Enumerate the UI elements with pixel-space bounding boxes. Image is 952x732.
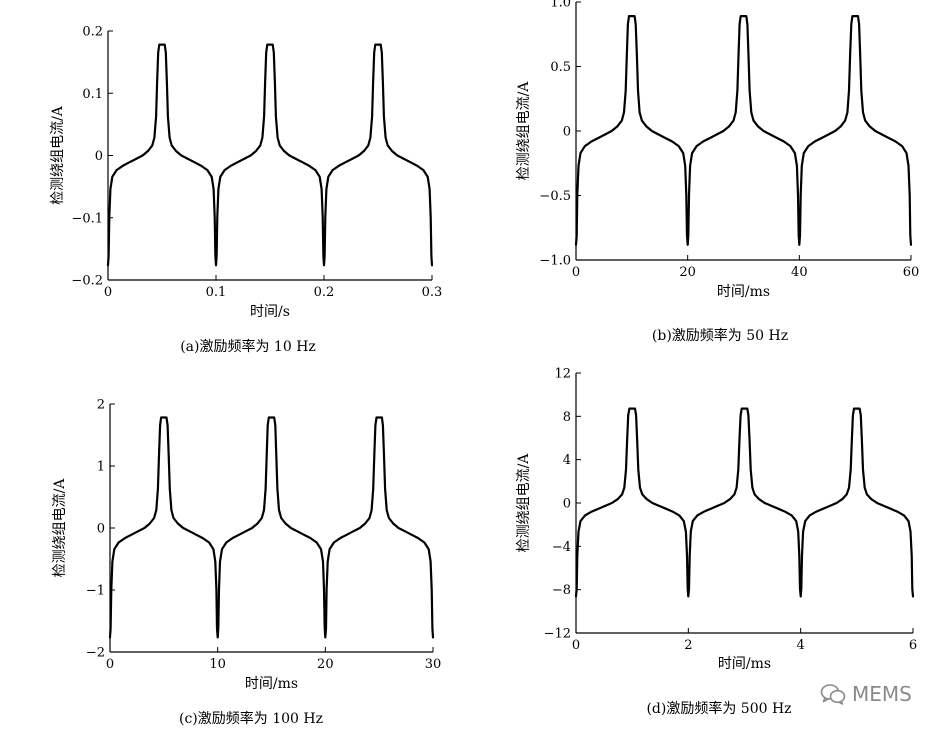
x-tick-label: 6 [909,638,917,653]
y-tick-label: −8 [552,583,571,598]
series-line [574,15,913,246]
x-tick-label: 4 [797,638,805,653]
x-tick-label: 30 [425,657,442,672]
y-tick-label: 1 [97,460,105,475]
x-tick-label: 0 [572,265,580,280]
y-tick-label: 1.0 [550,0,571,11]
y-tick-label: 8 [563,410,571,425]
x-axis-label: 时间/ms [245,676,298,692]
chart-4: −12 −8 −4 0 4 8 12 0 2 4 6 时间/ms 检测绕组电流/A (d)激励频率为 50… [516,367,917,718]
y-tick-label: −0.5 [539,189,571,204]
chart-caption: (d)激励频率为 500 Hz [646,700,791,717]
y-tick-label: 0 [563,125,571,140]
y-tick-label: −0.2 [71,274,103,289]
y-axis-label: 检测绕组电流/A [516,81,532,181]
chart-2: −1.0 −0.5 0 0.5 1.0 0 20 40 60 时间/ms 检测绕组电流/A (b)激励… [516,0,919,344]
x-tick-label: 10 [209,657,226,672]
x-tick-label: 20 [317,657,334,672]
x-tick-label: 60 [903,265,920,280]
y-tick-label: −2 [86,646,105,661]
x-axis-label: 时间/ms [717,284,770,300]
watermark: MEMS [820,680,912,708]
y-tick-label: −1.0 [539,254,571,269]
chart-caption: (c)激励频率为 100 Hz [179,710,323,727]
x-tick-label: 0.3 [422,285,443,300]
y-tick-label: −4 [552,540,571,555]
y-tick-label: 0.2 [82,25,103,40]
watermark-text: MEMS [852,682,912,706]
x-tick-label: 0 [104,285,112,300]
series-line [106,43,434,267]
y-tick-label: 2 [97,398,105,413]
x-tick-label: 40 [791,265,808,280]
y-tick-label: 0 [97,522,105,537]
x-tick-label: 20 [679,265,696,280]
y-tick-label: 4 [563,453,571,468]
y-tick-label: −0.1 [71,211,103,226]
x-tick-label: 2 [684,638,692,653]
y-tick-label: 12 [554,367,571,382]
y-axis-label: 检测绕组电流/A [52,478,68,578]
x-axis-label: 时间/s [250,304,290,320]
chart-caption: (b)激励频率为 50 Hz [652,327,788,344]
x-tick-label: 0.2 [314,285,335,300]
y-axis-label: 检测绕组电流/A [516,453,532,553]
x-tick-label: 0 [572,638,580,653]
chart-caption: (a)激励频率为 10 Hz [180,338,316,355]
x-tick-label: 0.1 [206,285,227,300]
wechat-icon [820,684,846,705]
y-tick-label: −12 [544,627,571,642]
series-line [108,416,435,639]
y-tick-label: 0.5 [550,60,571,75]
x-tick-label: 0 [106,657,114,672]
chart-1: −0.2 −0.1 0 0.1 0.2 0 0.1 0.2 0.3 时间/s 检测绕组电流/A (a)… [50,25,442,356]
x-axis-label: 时间/ms [718,656,771,672]
series-line [574,407,915,598]
y-tick-label: 0.1 [82,87,103,102]
y-tick-label: 0 [95,149,103,164]
y-tick-label: 0 [563,497,571,512]
y-tick-label: −1 [86,584,105,599]
y-axis-label: 检测绕组电流/A [50,105,66,205]
